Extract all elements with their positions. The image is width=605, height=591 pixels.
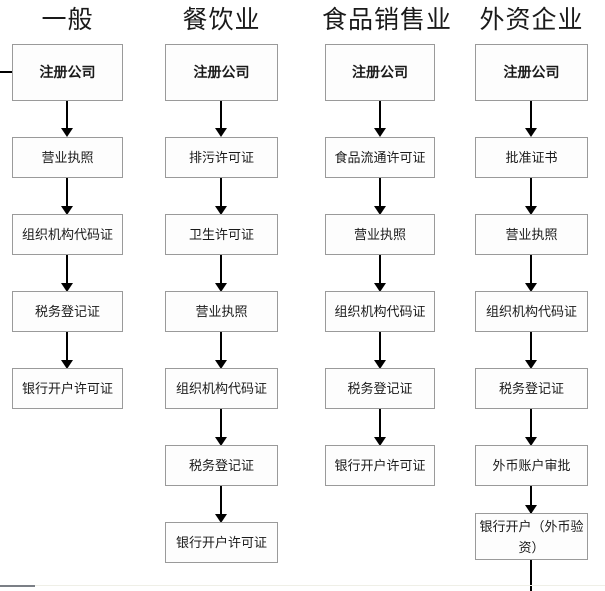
arrow-head-foreign-invested-3-4: [525, 283, 537, 292]
connector-food-sales-4-5: [379, 332, 381, 365]
connector-food-sales-2-3: [379, 178, 381, 211]
node-general-step-2[interactable]: 营业执照: [12, 137, 123, 178]
connector-foreign-invested-4-5: [530, 332, 532, 365]
node-catering-step-3[interactable]: 卫生许可证: [165, 214, 278, 255]
node-foreign-invested-step-6[interactable]: 外币账户审批: [475, 445, 588, 486]
node-general-step-5[interactable]: 银行开户许可证: [12, 368, 123, 409]
arrow-head-foreign-invested-4-5: [525, 360, 537, 369]
node-catering-step-2[interactable]: 排污许可证: [165, 137, 278, 178]
connector-catering-3-4: [220, 255, 222, 288]
arrow-head-food-sales-1-2: [374, 128, 386, 137]
node-foreign-invested-step-7[interactable]: 银行开户（外币验资）: [475, 513, 588, 560]
node-general-step-3[interactable]: 组织机构代码证: [12, 214, 123, 255]
connector-food-sales-1-2: [379, 101, 381, 133]
arrow-head-catering-5-6: [215, 437, 227, 446]
arrow-head-general-2-3: [61, 206, 73, 215]
node-general-step-1[interactable]: 注册公司: [12, 44, 123, 101]
node-foreign-invested-step-1[interactable]: 注册公司: [475, 44, 588, 101]
arrow-head-foreign-invested-5-6: [525, 437, 537, 446]
connector-foreign-invested-5-6: [530, 409, 532, 442]
arrow-head-catering-1-2: [215, 128, 227, 137]
bottom-rule-segment: [0, 585, 35, 587]
node-foreign-invested-step-2[interactable]: 批准证书: [475, 137, 588, 178]
node-foreign-invested-step-5[interactable]: 税务登记证: [475, 368, 588, 409]
connector-general-2-3: [66, 178, 68, 211]
node-food-sales-step-2[interactable]: 食品流通许可证: [325, 137, 435, 178]
connector-catering-2-3: [220, 178, 222, 211]
lead-in-line: [0, 71, 13, 73]
node-catering-step-1[interactable]: 注册公司: [165, 44, 278, 101]
node-foreign-invested-step-3[interactable]: 营业执照: [475, 214, 588, 255]
connector-foreign-invested-6-7: [530, 486, 532, 519]
connector-catering-1-2: [220, 101, 222, 133]
connector-catering-4-5: [220, 332, 222, 365]
node-food-sales-step-6[interactable]: 银行开户许可证: [325, 445, 435, 486]
arrow-head-catering-4-5: [215, 360, 227, 369]
connector-general-3-4: [66, 255, 68, 288]
bottom-rule-faint: [35, 585, 605, 586]
connector-general-1-2: [66, 101, 68, 133]
arrow-head-foreign-invested-2-3: [525, 206, 537, 215]
arrow-head-food-sales-2-3: [374, 206, 386, 215]
connector-foreign-invested-3-4: [530, 255, 532, 288]
arrow-head-catering-6-7: [215, 514, 227, 523]
connector-foreign-invested-outflow: [530, 560, 532, 591]
arrow-head-catering-3-4: [215, 283, 227, 292]
node-food-sales-step-4[interactable]: 组织机构代码证: [325, 291, 435, 332]
node-food-sales-step-5[interactable]: 税务登记证: [325, 368, 435, 409]
arrow-head-foreign-invested-6-7: [525, 505, 537, 514]
column-header-catering: 餐饮业: [182, 7, 261, 34]
node-food-sales-step-3[interactable]: 营业执照: [325, 214, 435, 255]
arrow-head-food-sales-3-4: [374, 283, 386, 292]
arrow-head-food-sales-4-5: [374, 360, 386, 369]
node-catering-step-6[interactable]: 税务登记证: [165, 445, 278, 486]
column-header-food-sales: 食品销售业: [322, 7, 453, 34]
node-general-step-4[interactable]: 税务登记证: [12, 291, 123, 332]
node-catering-step-5[interactable]: 组织机构代码证: [165, 368, 278, 409]
arrow-head-food-sales-5-6: [374, 437, 386, 446]
connector-food-sales-5-6: [379, 409, 381, 442]
column-header-general: 一般: [41, 7, 94, 34]
connector-catering-5-6: [220, 409, 222, 442]
arrow-head-general-1-2: [61, 128, 73, 137]
connector-foreign-invested-2-3: [530, 178, 532, 211]
node-catering-step-4[interactable]: 营业执照: [165, 291, 278, 332]
arrow-head-catering-2-3: [215, 206, 227, 215]
connector-foreign-invested-1-2: [530, 101, 532, 133]
node-foreign-invested-step-4[interactable]: 组织机构代码证: [475, 291, 588, 332]
connector-catering-6-7: [220, 486, 222, 519]
node-catering-step-7[interactable]: 银行开户许可证: [165, 522, 278, 563]
arrow-head-general-4-5: [61, 360, 73, 369]
arrow-head-general-3-4: [61, 283, 73, 292]
connector-food-sales-3-4: [379, 255, 381, 288]
connector-general-4-5: [66, 332, 68, 365]
column-header-foreign-invested: 外资企业: [479, 7, 584, 34]
arrow-head-foreign-invested-1-2: [525, 128, 537, 137]
node-food-sales-step-1[interactable]: 注册公司: [325, 44, 435, 101]
